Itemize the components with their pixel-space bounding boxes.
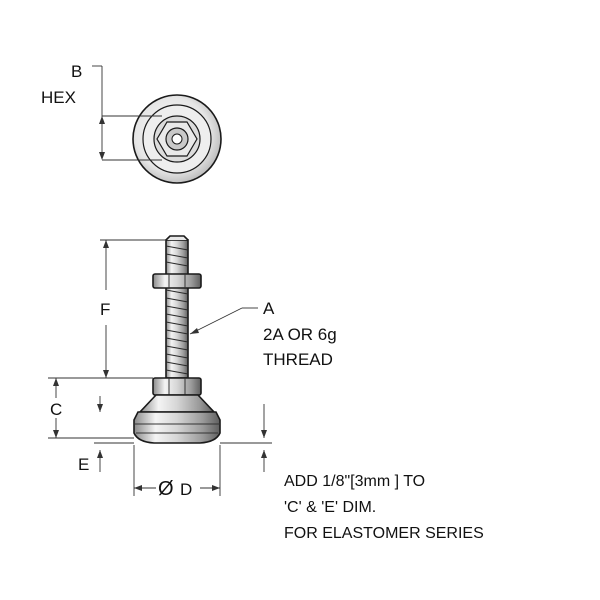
dimension-c (48, 377, 153, 439)
dim-label-c: C (50, 400, 62, 419)
dimension-e (94, 442, 134, 472)
stud-chamfer (165, 235, 189, 241)
hex-dimension (92, 65, 162, 161)
side-view (133, 235, 221, 444)
jam-nut (152, 273, 202, 289)
top-view (132, 94, 222, 184)
thread-leader (189, 307, 258, 335)
elastomer-dimension (220, 404, 272, 472)
dim-label-f: F (100, 300, 110, 319)
stud-center (171, 133, 183, 145)
thread-spec-line2: THREAD (263, 350, 333, 369)
note-line1: ADD 1/8"[3mm ] TO (284, 473, 425, 490)
thread-spec-line1: 2A OR 6g (263, 325, 337, 344)
thread-label-a: A (263, 299, 275, 318)
base-hex-nut (152, 377, 202, 396)
base-collar (138, 394, 216, 413)
note-line3: FOR ELASTOMER SERIES (284, 525, 484, 542)
dim-label-e: E (78, 455, 89, 474)
dimension-d (133, 445, 221, 496)
dim-symbol-diameter: Ø (158, 478, 174, 500)
base-disc (133, 411, 221, 444)
thread-lines (165, 245, 189, 375)
dim-label-d: D (180, 480, 192, 499)
note-line2: 'C' & 'E' DIM. (284, 499, 376, 516)
dim-label-hex: HEX (41, 88, 76, 107)
dim-label-b: B (71, 62, 82, 81)
